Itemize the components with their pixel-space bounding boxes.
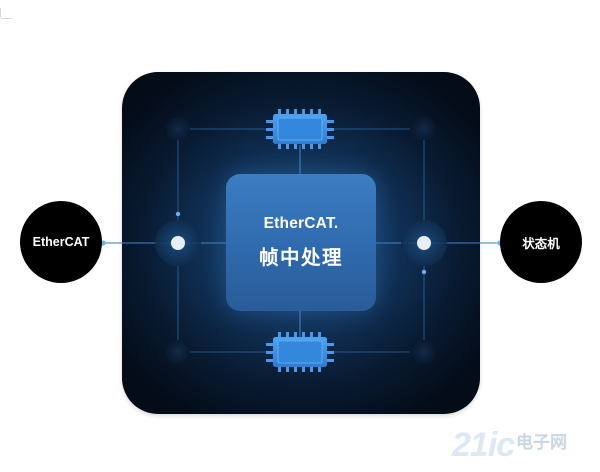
corner-node-bottom-right: [412, 340, 436, 364]
corner-node-top-left: [166, 117, 190, 141]
watermark-number: 21ic: [452, 426, 515, 464]
site-watermark: 21ic 电子网: [452, 426, 596, 468]
connector-lines: [103, 128, 500, 353]
watermark-name: 电子网: [516, 433, 567, 452]
ethercat-input-node: EtherCAT: [20, 201, 102, 283]
center-block-title: EtherCAT.: [263, 215, 339, 232]
corner-mark-icon: [0, 8, 11, 19]
ethercat-input-label: EtherCAT: [32, 235, 90, 249]
microchip-icon: [266, 109, 334, 149]
right-port-node: [401, 220, 447, 266]
microchip-icon: [266, 332, 334, 372]
left-port-node: [155, 220, 201, 266]
state-machine-node: 状态机: [500, 201, 582, 283]
corner-node-bottom-left: [166, 340, 190, 364]
center-block-subtitle: 帧中处理: [258, 247, 343, 269]
corner-nodes: [166, 117, 436, 364]
dot-right-lower: [421, 269, 427, 275]
frame-processing-block: EtherCAT. 帧中处理: [226, 174, 376, 311]
dot-left-upper: [175, 211, 181, 217]
state-machine-label: 状态机: [522, 236, 560, 251]
corner-node-top-right: [412, 117, 436, 141]
